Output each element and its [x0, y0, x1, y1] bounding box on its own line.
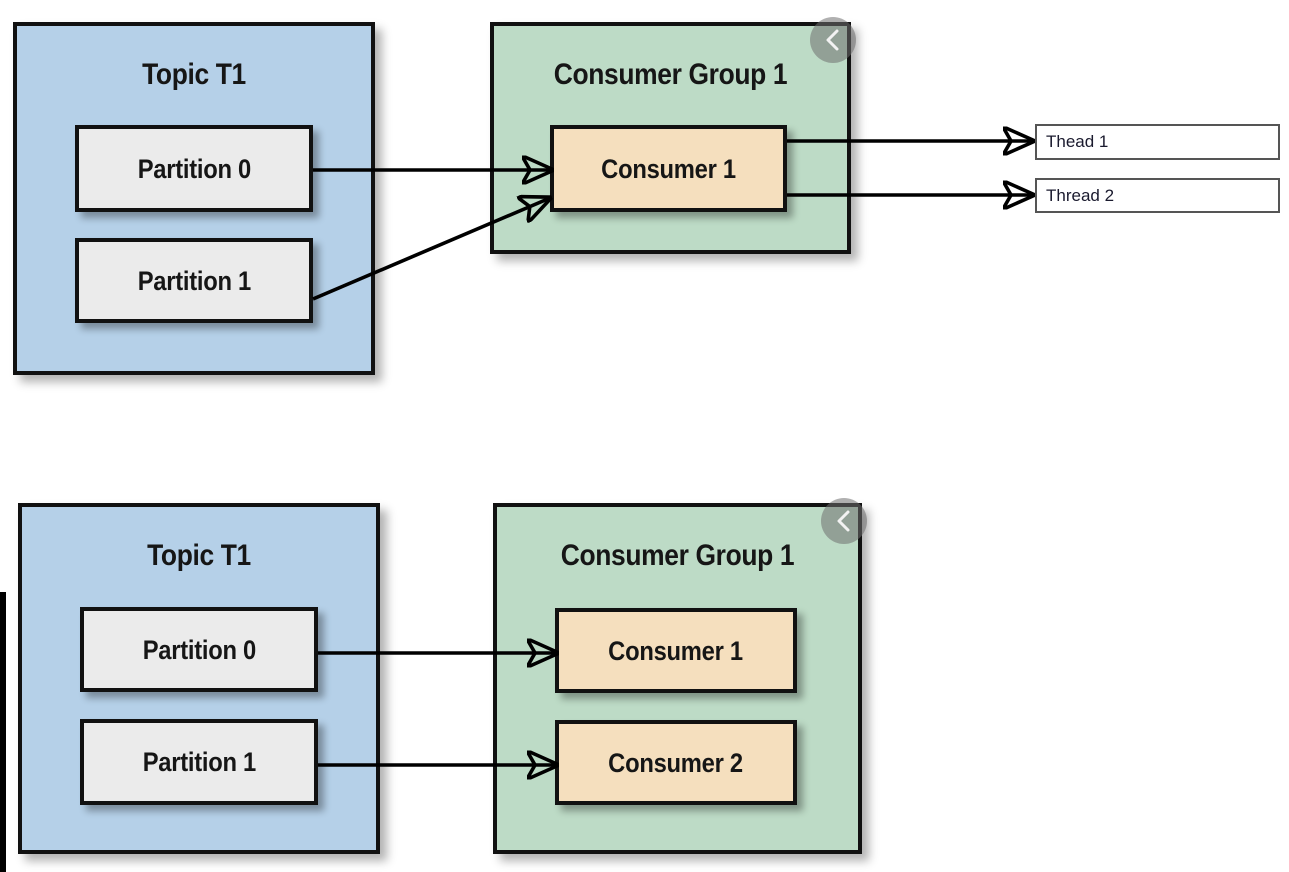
partition-box-0[interactable]: Partition 0	[75, 125, 313, 212]
chevron-left-icon[interactable]	[821, 498, 867, 544]
partition-label: Partition 1	[137, 265, 251, 296]
consumer-group-title: Consumer Group 1	[560, 539, 795, 572]
topic-title: Topic T1	[142, 58, 246, 91]
consumer-group-title: Consumer Group 1	[553, 58, 788, 91]
consumer-box-2-bottom[interactable]: Consumer 2	[555, 720, 797, 805]
thread-box-1[interactable]: Thead 1	[1035, 124, 1280, 160]
left-edge-bar	[0, 592, 6, 872]
partition-box-1[interactable]: Partition 1	[75, 238, 313, 323]
thread-box-2[interactable]: Thread 2	[1035, 178, 1280, 213]
partition-box-0[interactable]: Partition 0	[80, 607, 318, 692]
thread-label: Thread 2	[1046, 185, 1115, 205]
partition-box-1[interactable]: Partition 1	[80, 719, 318, 805]
partition-label: Partition 0	[137, 153, 251, 184]
consumer-box-1-bottom[interactable]: Consumer 1	[555, 608, 797, 693]
consumer-label: Consumer 1	[601, 153, 736, 184]
consumer-label: Consumer 1	[608, 635, 744, 666]
partition-label: Partition 0	[142, 634, 256, 665]
consumer-label: Consumer 2	[608, 747, 744, 778]
chevron-left-icon[interactable]	[810, 17, 856, 63]
topic-title: Topic T1	[147, 539, 251, 572]
thread-label: Thead 1	[1046, 132, 1109, 151]
consumer-box-1-top[interactable]: Consumer 1	[550, 125, 787, 212]
partition-label: Partition 1	[142, 747, 256, 777]
